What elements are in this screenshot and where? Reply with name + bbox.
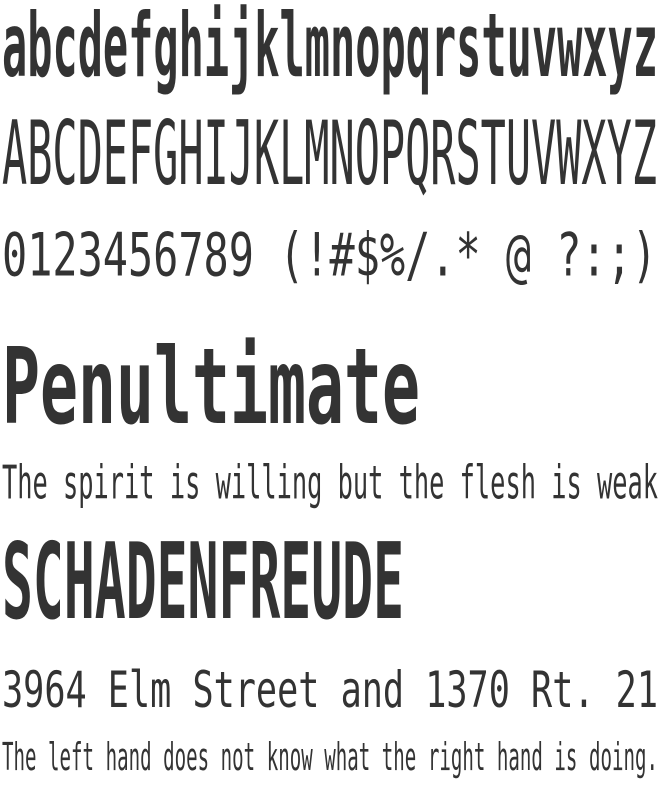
- lowercase-alphabet: abcdefghijklmnopqrstuvwxyz: [2, 0, 658, 98]
- sample-sentence-spirit: The spirit is willing but the flesh is w…: [2, 455, 658, 510]
- sample-sentence-left-hand: The left hand does not know what the rig…: [2, 734, 658, 780]
- numerals-and-symbols: 0123456789 (!#$%/.* @ ?:;): [2, 219, 657, 290]
- sample-word-schadenfreude: SCHADENFREUDE: [2, 520, 404, 644]
- uppercase-alphabet: ABCDEFGHIJKLMNOPQRSTUVWXYZ: [2, 102, 657, 206]
- sample-word-penultimate: Penultimate: [2, 325, 420, 449]
- sample-address: 3964 Elm Street and 1370 Rt. 21: [2, 660, 658, 719]
